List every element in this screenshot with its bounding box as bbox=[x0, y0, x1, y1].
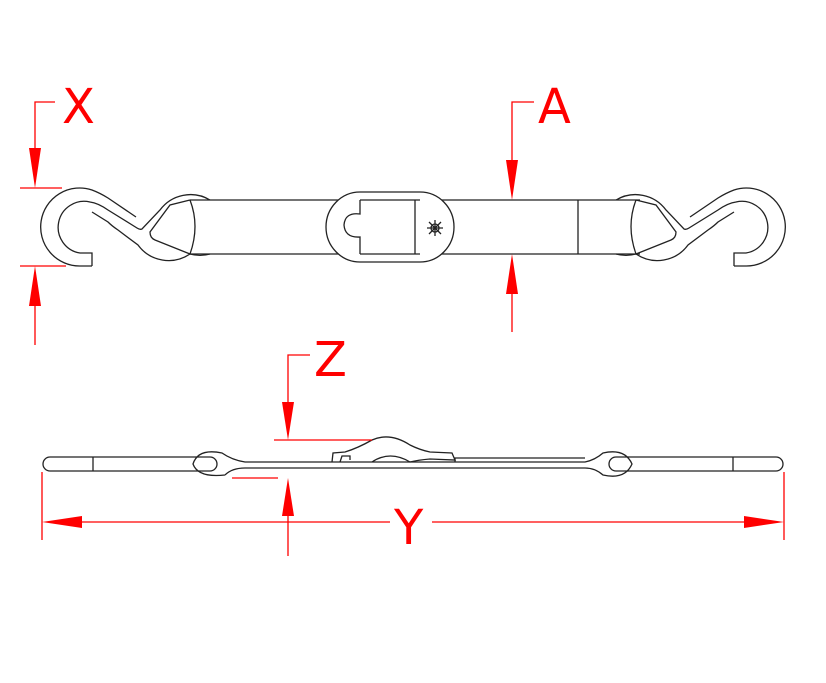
dimension-label-x: X bbox=[62, 79, 95, 135]
right-s-hook bbox=[615, 187, 786, 267]
dimension-label-a: A bbox=[538, 79, 571, 135]
dimension-a: A bbox=[506, 79, 571, 332]
rivet-icon bbox=[427, 220, 443, 236]
dimension-label-y: Y bbox=[393, 500, 424, 556]
dimension-z: Z bbox=[232, 332, 372, 556]
dimension-y: Y bbox=[41, 472, 785, 556]
buckle bbox=[325, 191, 455, 263]
side-view bbox=[42, 436, 784, 477]
left-s-hook bbox=[40, 187, 211, 267]
dimension-label-z: Z bbox=[314, 332, 347, 388]
top-view bbox=[40, 187, 786, 267]
dimension-x: X bbox=[20, 79, 95, 345]
